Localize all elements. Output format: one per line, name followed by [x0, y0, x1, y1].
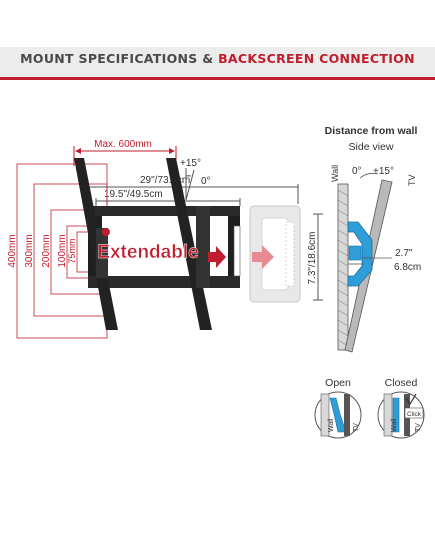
height-label: 7.3"/18.6cm: [307, 231, 318, 284]
lock-closed-tv: TV: [415, 423, 422, 432]
label-200mm: 200mm: [41, 234, 52, 267]
header-bar: [0, 47, 435, 80]
lock-open-view: [314, 391, 362, 439]
side-view-title: Distance from wall: [325, 125, 418, 137]
page-title: MOUNT SPECIFICATIONS & BACKSCREEN CONNEC…: [0, 51, 435, 66]
width-dimensions: 29"/73.9cm 19.5"/49.5cm: [87, 175, 299, 206]
lock-open-wall: Wall: [328, 418, 335, 432]
title-part-2: BACKSCREEN CONNECTION: [218, 51, 415, 66]
extend-arrows: [208, 245, 274, 269]
max-width-label: Max. 600mm: [94, 139, 152, 150]
max-width-dimension: Max. 600mm: [73, 139, 177, 166]
side-angle-zero: 0°: [352, 166, 362, 177]
tilt-zero-label: 0°: [201, 176, 211, 187]
lock-open-tv: TV: [353, 423, 360, 432]
extendable-label: Extendable: [97, 242, 198, 263]
lock-open-label: Open: [325, 377, 351, 389]
distance-cm: 6.8cm: [394, 262, 421, 273]
side-wall-label: Wall: [330, 165, 340, 182]
label-75mm: 75mm: [67, 238, 77, 263]
vertical-labels: 400mm 300mm 200mm 100mm 75mm: [7, 234, 77, 267]
distance-inches: 2.7": [395, 248, 413, 259]
side-view-subtitle: Side view: [349, 141, 394, 153]
label-300mm: 300mm: [24, 234, 35, 267]
lock-closed-wall: Wall: [391, 418, 398, 432]
side-tv-label: TV: [407, 174, 417, 186]
width-outer-label: 29"/73.9cm: [140, 175, 190, 186]
label-400mm: 400mm: [7, 234, 18, 267]
side-angle-tilt: +15°: [373, 166, 394, 177]
lock-closed-label: Closed: [385, 377, 418, 389]
width-inner-label: 19.5"/49.5cm: [104, 189, 163, 200]
side-view-drawing: [337, 172, 393, 353]
height-dimension: 7.3"/18.6cm: [307, 213, 323, 301]
lock-closed-view: [377, 391, 425, 439]
wall-mount: [74, 158, 241, 330]
label-100mm: 100mm: [57, 234, 68, 267]
lock-click-label: Click: [407, 411, 422, 418]
extension-plate-ghost: [249, 205, 301, 303]
tilt-indicator: +15° 0°: [180, 158, 211, 201]
tilt-up-label: +15°: [180, 158, 201, 169]
title-part-1: MOUNT SPECIFICATIONS &: [20, 51, 219, 66]
